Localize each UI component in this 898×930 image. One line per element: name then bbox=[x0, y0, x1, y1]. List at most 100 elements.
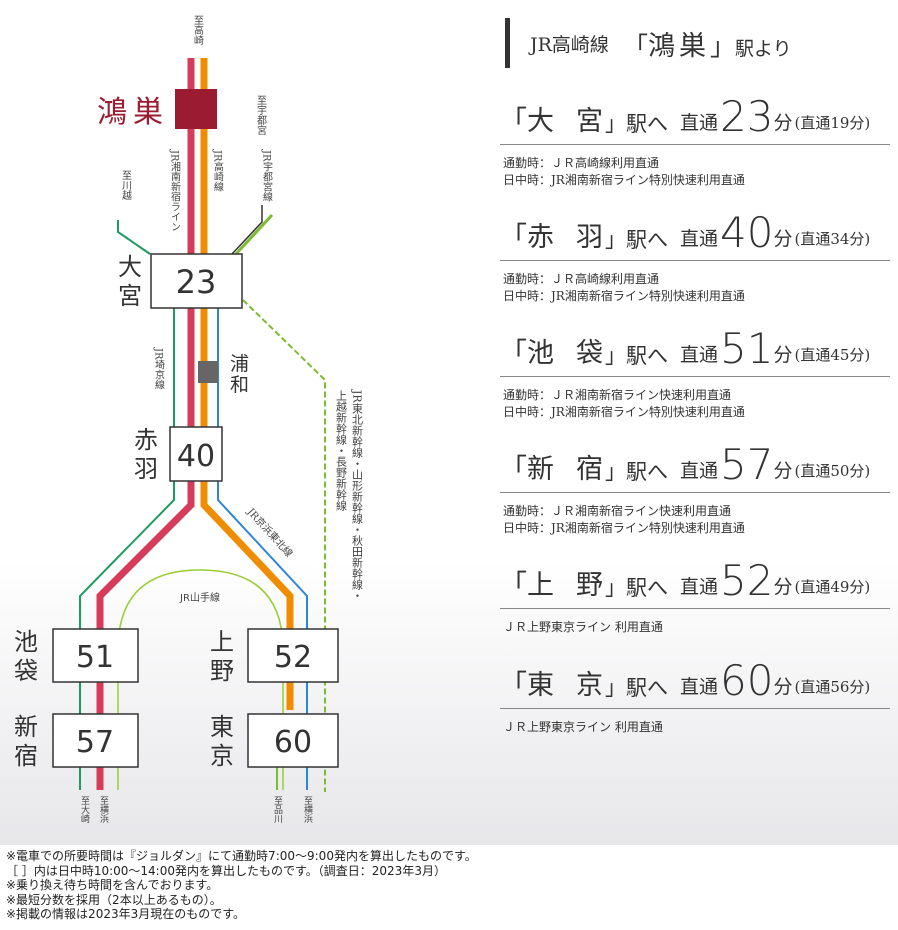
dest-bracket: 「 bbox=[500, 106, 527, 137]
dest-divider bbox=[500, 376, 890, 377]
dest-bracket: 「 bbox=[500, 338, 527, 369]
utsunomiya-branch-line bbox=[231, 205, 263, 255]
dest-minutes: 60 bbox=[720, 656, 774, 705]
route-map: JR山手線 鴻巣 浦 和 23 大 宮 40 赤 羽 51 池 袋 57 新 宿 bbox=[14, 15, 364, 824]
dest-bracket: 「 bbox=[500, 570, 527, 601]
line-label-shonan: JR湘南新宿ライン bbox=[169, 149, 181, 232]
top-label-takasaki: 至高崎 bbox=[192, 15, 204, 45]
dest-direct-label: 直通 bbox=[680, 576, 719, 598]
dest-eki: 」駅へ bbox=[605, 228, 668, 252]
omiya-minutes: 23 bbox=[176, 263, 217, 301]
shinjuku-name-1: 新 bbox=[14, 713, 38, 741]
ikebukuro-minutes: 51 bbox=[76, 640, 114, 675]
shinjuku-minutes: 57 bbox=[76, 725, 114, 760]
akabane-minutes: 40 bbox=[177, 439, 215, 474]
panel-bracket-open: 「 bbox=[622, 31, 648, 61]
line-label-saikyo: JR埼京線 bbox=[153, 347, 165, 390]
line-label-shinkansen-2: 上越新幹線・長野新幹線 bbox=[335, 390, 348, 511]
kawagoe-branch-line bbox=[117, 220, 151, 255]
dest-notes: 通勤時：ＪＲ湘南新宿ライン快速利用直通 日中時：JR湘南新宿ライン特別快速利用直… bbox=[500, 503, 892, 537]
panel-bracket-close: 」 bbox=[709, 31, 735, 61]
dest-name: 赤羽 bbox=[527, 222, 625, 253]
ikebukuro-name-1: 池 bbox=[14, 628, 38, 656]
omiya-name-2: 宮 bbox=[118, 282, 142, 310]
station-ikebukuro: 51 bbox=[52, 628, 139, 683]
dest-note: 日中時：JR湘南新宿ライン特別快速利用直通 bbox=[503, 173, 745, 187]
footnote: ※最短分数を採用（2本以上あるもの）。 bbox=[6, 892, 222, 907]
dest-bracket: 「 bbox=[500, 454, 527, 485]
dest-note: 通勤時：ＪＲ湘南新宿ライン快速利用直通 bbox=[503, 388, 732, 402]
line-label-shinkansen-1: JR東北新幹線・山形新幹線・秋田新幹線・ bbox=[351, 389, 364, 601]
line-label-utsunomiya: JR宇都宮線 bbox=[261, 149, 273, 202]
dest-note: ＪＲ上野東京ライン 利用直通 bbox=[503, 720, 663, 734]
tokyo-name-2: 京 bbox=[210, 742, 234, 770]
dest-fun: 分 bbox=[773, 344, 793, 366]
dest-note: 通勤時：ＪＲ高崎線利用直通 bbox=[503, 156, 660, 170]
saikyo-line bbox=[79, 308, 175, 790]
dest-alt-minutes: (直通56分) bbox=[794, 678, 871, 696]
dest-minutes: 23 bbox=[720, 92, 774, 141]
dest-eki: 」駅へ bbox=[605, 344, 668, 368]
dest-direct-label: 直通 bbox=[680, 676, 719, 698]
dest-notes: ＪＲ上野東京ライン 利用直通 bbox=[500, 719, 892, 736]
dest-note: 通勤時：ＪＲ湘南新宿ライン快速利用直通 bbox=[503, 504, 732, 518]
dest-note: 通勤時：ＪＲ高崎線利用直通 bbox=[503, 272, 660, 286]
dest-fun: 分 bbox=[773, 576, 793, 598]
dest-name: 大宮 bbox=[527, 106, 625, 137]
dest-minutes: 57 bbox=[720, 440, 774, 489]
dest-direct-label: 直通 bbox=[680, 228, 719, 250]
dest-divider bbox=[500, 608, 890, 609]
dest-alt-minutes: (直通19分) bbox=[794, 114, 871, 132]
station-akabane: 40 bbox=[169, 426, 223, 482]
dest-eki: 」駅へ bbox=[605, 460, 668, 484]
footnote: ※乗り換え待ち時間を含んでおります。 bbox=[6, 878, 219, 892]
akabane-name-1: 赤 bbox=[134, 426, 158, 454]
top-label-kawagoe: 至川越 bbox=[120, 170, 132, 200]
dest-note: ＪＲ上野東京ライン 利用直通 bbox=[503, 620, 663, 634]
bottom-label-osaki: 至大崎 bbox=[79, 796, 90, 823]
dest-eki: 」駅へ bbox=[605, 112, 668, 136]
station-shinjuku: 57 bbox=[52, 713, 139, 768]
origin-station-marker bbox=[175, 89, 217, 129]
dest-notes: ＪＲ上野東京ライン 利用直通 bbox=[500, 619, 892, 636]
ueno-name-1: 上 bbox=[210, 628, 234, 656]
dest-direct-label: 直通 bbox=[680, 112, 719, 134]
dest-notes: 通勤時：ＪＲ湘南新宿ライン快速利用直通 日中時：JR湘南新宿ライン特別快速利用直… bbox=[500, 387, 892, 421]
shinjuku-name-2: 宿 bbox=[14, 742, 38, 770]
panel-suffix: 駅より bbox=[734, 37, 792, 60]
dest-divider bbox=[500, 260, 890, 261]
dest-bracket: 「 bbox=[500, 670, 527, 701]
tokyo-minutes: 60 bbox=[274, 725, 312, 760]
dest-note: 日中時：JR湘南新宿ライン特別快速利用直通 bbox=[503, 405, 745, 419]
dest-direct-label: 直通 bbox=[680, 460, 719, 482]
dest-notes: 通勤時：ＪＲ高崎線利用直通 日中時：JR湘南新宿ライン特別快速利用直通 bbox=[500, 155, 892, 189]
station-ueno: 52 bbox=[247, 628, 339, 683]
dest-name: 新宿 bbox=[527, 454, 625, 485]
omiya-name-1: 大 bbox=[118, 253, 142, 281]
background-gradient bbox=[0, 560, 898, 845]
line-label-takasaki: JR高崎線 bbox=[212, 149, 224, 192]
dest-minutes: 52 bbox=[720, 556, 774, 605]
dest-eki: 」駅へ bbox=[605, 576, 668, 600]
ikebukuro-name-2: 袋 bbox=[14, 657, 38, 685]
footnotes: ※電車での所要時間は『ジョルダン』にて通勤時7:00～9:00発内を算出したもの… bbox=[6, 849, 477, 922]
dest-note: 日中時：JR湘南新宿ライン特別快速利用直通 bbox=[503, 521, 745, 535]
panel-header: JR高崎線 「鴻巣」駅より bbox=[505, 18, 892, 68]
yamanote-line bbox=[117, 569, 284, 790]
yamanote-label: JR山手線 bbox=[179, 591, 220, 604]
panel-line-name: JR高崎線 bbox=[530, 33, 609, 56]
dest-divider bbox=[500, 144, 890, 145]
utsunomiya-line bbox=[234, 213, 274, 256]
tokyo-name-1: 東 bbox=[210, 713, 234, 741]
footnote: ※電車での所要時間は『ジョルダン』にて通勤時7:00～9:00発内を算出したもの… bbox=[6, 849, 477, 863]
bottom-label-yokohama-2: 至横浜 bbox=[302, 796, 313, 824]
dest-alt-minutes: (直通45分) bbox=[794, 346, 871, 364]
ueno-minutes: 52 bbox=[274, 640, 312, 675]
